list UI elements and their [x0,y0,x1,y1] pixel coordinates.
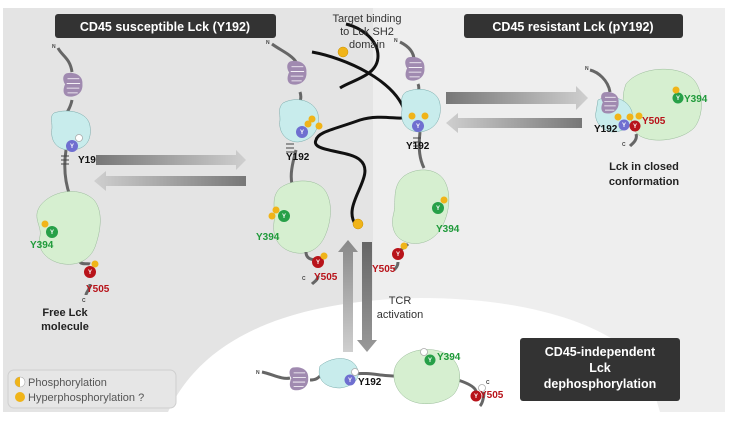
svg-text:to Lck SH2: to Lck SH2 [340,26,394,38]
target-binding-caption: Target binding [332,13,401,25]
phosphorylation-icon [14,376,26,388]
bottom-lck-extended: N Y Y192 Y Y394 Y Y505 C [256,348,504,408]
svg-text:C: C [622,142,626,148]
svg-text:domain: domain [349,39,385,51]
svg-text:Y394: Y394 [256,232,280,243]
y505-residue-icon [84,266,96,278]
svg-text:Y192: Y192 [594,124,618,135]
svg-text:Lck: Lck [589,361,611,375]
svg-text:Y192: Y192 [78,155,102,166]
svg-text:activation: activation [377,309,423,321]
y192-residue-icon [66,140,78,152]
svg-text:N: N [266,40,270,46]
closed-lck-conformation: N Y Y Y Y394 Y192 Y505 C [585,66,708,148]
svg-text:Phosphorylation: Phosphorylation [28,377,107,389]
kinase-domain-icon [36,191,101,265]
svg-text:C: C [302,276,306,282]
svg-text:Y505: Y505 [480,390,504,401]
svg-text:Y505: Y505 [372,264,396,275]
svg-text:Y: Y [416,124,420,130]
tcr-activation-caption: TCR [389,295,412,307]
svg-text:C: C [486,380,490,386]
svg-text:Y: Y [633,124,637,130]
svg-text:Y505: Y505 [642,116,666,127]
svg-text:N: N [52,44,56,50]
svg-text:CD45 susceptible Lck (Y192): CD45 susceptible Lck (Y192) [80,20,250,34]
closed-lck-caption: Lck in closed [609,161,679,173]
svg-text:N: N [256,370,260,376]
svg-text:Y: Y [676,96,680,102]
equilibrium-arrows-left [94,150,246,191]
svg-text:Y: Y [348,378,352,384]
svg-text:Y: Y [282,214,286,220]
svg-text:CD45-independent: CD45-independent [545,345,656,359]
svg-text:Y: Y [436,206,440,212]
svg-text:N: N [394,38,398,44]
center-lck-left: N Y Y192 Y Y394 Y Y505 C [256,40,338,286]
equilibrium-arrows-right [446,86,588,133]
svg-text:Y394: Y394 [30,240,54,251]
svg-text:Y: Y [88,270,92,276]
svg-text:Y: Y [70,144,74,150]
svg-text:conformation: conformation [609,176,680,188]
svg-text:C: C [82,298,86,304]
svg-text:Y394: Y394 [436,224,460,235]
center-lck-right: N Y Y192 Y Y394 Y Y505 [372,38,460,275]
svg-text:Hyperphosphorylation ?: Hyperphosphorylation ? [28,392,144,404]
hyperphosphorylation-icon [15,392,25,402]
svg-text:Y505: Y505 [314,272,338,283]
svg-text:Y394: Y394 [684,94,708,105]
svg-text:Y192: Y192 [286,152,310,163]
svg-text:Y: Y [300,130,304,136]
svg-text:Y505: Y505 [86,284,110,295]
header-independent: CD45-independent Lck dephosphorylation [520,338,680,401]
svg-text:Y: Y [396,252,400,258]
tcr-activation-arrows [338,240,377,352]
svg-text:molecule: molecule [41,321,89,333]
svg-text:dephosphorylation: dephosphorylation [544,377,657,391]
svg-text:Y: Y [50,230,54,236]
header-resistant: CD45 resistant Lck (pY192) [464,14,683,38]
header-susceptible: CD45 susceptible Lck (Y192) [55,14,276,38]
svg-text:Y: Y [622,123,626,129]
free-lck-molecule: N Y Y192 Y Y394 Y Y505 C [30,44,110,304]
svg-text:Y: Y [428,358,432,364]
svg-text:N: N [585,66,589,72]
free-lck-caption: Free Lck [42,307,88,319]
y394-residue-icon [46,226,58,238]
svg-text:Y: Y [316,260,320,266]
svg-text:CD45 resistant Lck (pY192): CD45 resistant Lck (pY192) [492,20,653,34]
svg-text:Y192: Y192 [406,141,430,152]
svg-text:Y192: Y192 [358,377,382,388]
target-binding-peptides [311,22,408,230]
svg-text:Y: Y [474,394,478,400]
svg-text:Y394: Y394 [437,352,461,363]
legend: Phosphorylation Hyperphosphorylation ? [7,369,177,409]
